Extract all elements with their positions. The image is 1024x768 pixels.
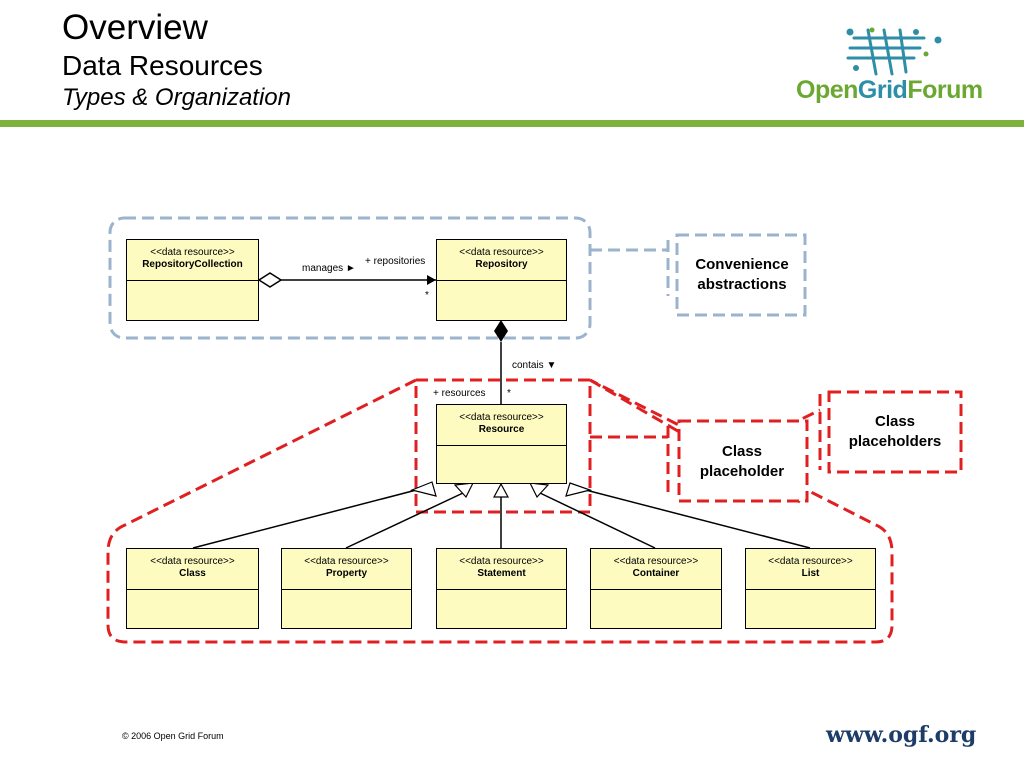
class-placeholder-note: Class placeholder	[699, 443, 785, 480]
repositories-role-label: + repositories	[365, 256, 426, 267]
ogf-url-link[interactable]: www.ogf.org	[826, 722, 977, 748]
slide-subsubtitle: Types & Organization	[62, 84, 291, 111]
resources-multiplicity-label: *	[507, 388, 511, 399]
class-property[interactable]: <<data resource>>Property	[281, 548, 412, 629]
class-placeholders-note-box	[827, 390, 963, 474]
convenience-group-outline	[108, 216, 592, 340]
grid-logo-icon	[846, 27, 942, 76]
class-list[interactable]: <<data resource>>List	[745, 548, 876, 629]
resource-placeholder-outline	[414, 378, 592, 514]
convenience-abstractions-note: Convenience abstractions	[695, 256, 789, 293]
generalization-arrow-icon	[453, 482, 475, 499]
class-statement[interactable]: <<data resource>>Statement	[436, 548, 567, 629]
header-accent-bar	[0, 120, 1024, 127]
class-placeholder-note-box	[677, 419, 809, 503]
generalization-arrow-icon	[565, 482, 593, 497]
generalization-arrow-icon	[528, 482, 550, 499]
repositories-multiplicity-label: *	[425, 290, 429, 301]
association-arrowhead-icon	[427, 275, 436, 285]
class-container[interactable]: <<data resource>>Container	[590, 548, 722, 629]
generalization-container-line	[539, 492, 656, 549]
class-repository-collection[interactable]: <<data resource>>RepositoryCollection	[126, 239, 259, 321]
contains-label: contais ▼	[512, 360, 557, 371]
logo-wordmark: OpenGridForum	[796, 76, 983, 104]
slide-title-block: Overview Data Resources Types & Organiza…	[62, 8, 291, 112]
convenience-note-box	[675, 233, 807, 317]
slide-title: Overview	[62, 8, 208, 47]
manages-label: manages ►	[302, 263, 356, 274]
composition-diamond-icon	[494, 320, 508, 342]
generalization-arrowheads	[410, 481, 593, 499]
class-class[interactable]: <<data resource>>Class	[126, 548, 259, 629]
subclass-placeholder-outline	[106, 378, 894, 644]
aggregation-diamond-icon	[257, 272, 283, 288]
copyright-text: © 2006 Open Grid Forum	[122, 731, 224, 741]
ogf-logo: OpenGridForum	[796, 26, 986, 106]
generalization-lines	[192, 487, 811, 549]
generalization-class-line	[192, 487, 425, 549]
class-resource[interactable]: <<data resource>>Resource	[436, 404, 567, 484]
class-repository[interactable]: <<data resource>>Repository	[436, 239, 567, 321]
class-placeholders-note: Class placeholders	[848, 413, 942, 450]
generalization-list-line	[577, 487, 811, 549]
generalization-property-line	[345, 492, 464, 549]
resources-role-label: + resources	[433, 388, 486, 399]
generalization-arrow-icon	[410, 481, 437, 497]
slide-subtitle: Data Resources	[62, 50, 263, 81]
generalization-arrow-icon	[492, 482, 510, 498]
